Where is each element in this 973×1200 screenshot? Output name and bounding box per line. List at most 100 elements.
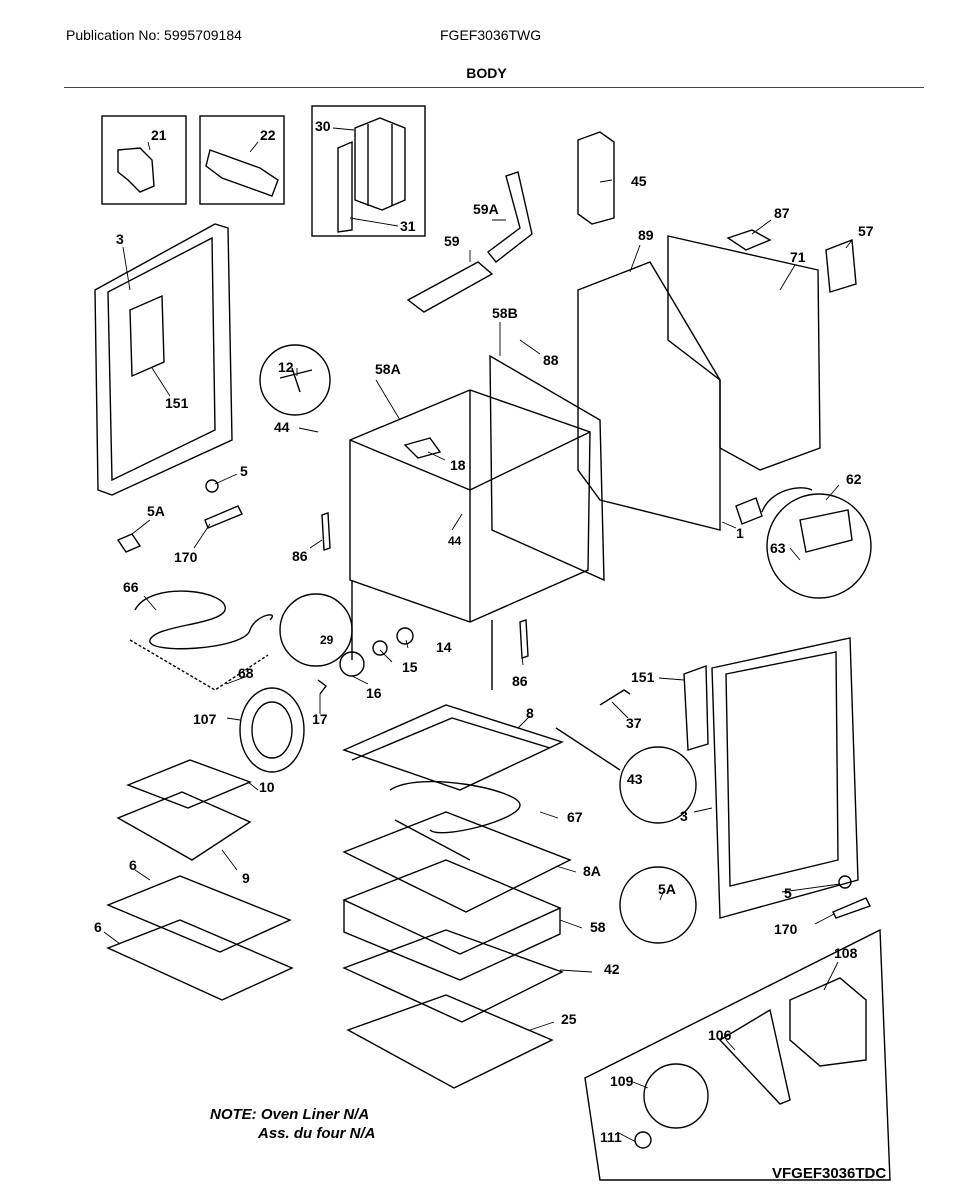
callout-3-right: 3 [680,808,688,824]
callout-1: 1 [736,525,744,541]
callout-18: 18 [450,457,466,473]
door-stops-86 [321,512,529,659]
inset-circle-62 [766,493,872,599]
terminal-block-62 [799,509,853,553]
callout-3-left: 3 [116,231,124,247]
callout-29: 29 [320,633,334,647]
header-divider [64,87,924,88]
oven-rack-lower [106,919,294,1001]
wire-part-37 [599,689,631,706]
callout-42: 42 [604,961,620,977]
left-side-panel [94,223,233,496]
leveler-part-5-right [838,875,852,889]
callout-88: 88 [543,352,559,368]
callout-89: 89 [638,227,654,243]
insulation-blanket-58 [342,859,562,981]
callout-6-lower: 6 [94,919,102,935]
callout-25: 25 [561,1011,577,1027]
fan-motor-108 [789,977,867,1067]
oven-cavity [349,389,591,623]
callout-109: 109 [610,1073,634,1089]
callout-63: 63 [770,540,786,556]
callout-106: 106 [708,1027,732,1043]
inset-box-30-31 [311,105,426,237]
callout-151-right: 151 [631,669,655,685]
lower-panel-8a [342,811,572,913]
broil-pan-9 [116,791,252,861]
side-bracket-151 [129,294,165,378]
callout-10: 10 [259,779,275,795]
callout-17: 17 [312,711,328,727]
fuse-block-part-30 [354,117,406,211]
callout-8a: 8A [583,863,601,879]
callout-107: 107 [193,711,217,727]
callout-57: 57 [858,223,874,239]
callout-111: 111 [600,1129,622,1145]
callout-5-left: 5 [240,463,248,479]
callout-87: 87 [774,205,790,221]
cavity-legs [351,580,493,690]
storage-drawer-25 [346,994,554,1089]
callout-15: 15 [402,659,418,675]
callout-58a: 58A [375,361,401,377]
callout-58: 58 [590,919,606,935]
callout-44-left: 44 [274,419,290,435]
inset-circle-29 [279,593,353,667]
callout-86-lower: 86 [512,673,528,689]
leader-line-43 [555,727,621,771]
publication-number: Publication No: 5995709184 [66,27,242,43]
insulation-58b [489,354,605,582]
oven-bottom-8 [342,704,564,791]
callout-8: 8 [526,705,534,721]
callout-62: 62 [846,471,862,487]
plate-part-57 [825,239,857,293]
callout-67: 67 [567,809,583,825]
side-bracket-151-right [683,665,709,751]
callout-9: 9 [242,870,250,886]
callout-59a: 59A [473,201,499,217]
rear-cover-71 [667,235,821,471]
broil-pan-insert-10 [126,759,252,809]
bottom-panel-42 [342,929,564,1023]
callout-86-upper: 86 [292,548,308,564]
callout-6-upper: 6 [129,857,137,873]
wire-part-68 [129,639,269,691]
callout-30: 30 [315,118,331,134]
callout-66: 66 [123,579,139,595]
inset-box-21 [101,115,187,205]
callout-21: 21 [151,127,167,143]
note-line-2: Ass. du four N/A [258,1125,376,1142]
bracket-part-170-right [832,897,871,919]
callout-43: 43 [627,771,643,787]
callout-5-right: 5 [784,885,792,901]
sensor-part-12 [279,367,313,393]
callout-170-right: 170 [774,921,798,937]
lamp-bulb-15 [372,640,388,656]
model-number: FGEF3036TWG [440,27,542,43]
callout-151-left: 151 [165,395,189,411]
duct-part-59a [487,171,533,263]
callout-45: 45 [631,173,647,189]
bracket-part-106 [718,1008,791,1105]
bracket-part-31 [337,140,353,233]
clip-part-21 [117,147,155,193]
nut-part-111 [634,1131,652,1149]
plate-part-87 [726,229,772,251]
inset-circle-43 [619,746,697,824]
callout-31: 31 [400,218,416,234]
callout-16: 16 [366,685,382,701]
hinge-part-18 [403,437,442,459]
box-part-45 [577,131,615,225]
callout-37: 37 [626,715,642,731]
inset-box-22 [199,115,285,205]
wire-clip-17 [317,679,327,695]
note-line-1: NOTE: Oven Liner N/A [210,1106,370,1123]
fan-blade-109 [643,1063,709,1129]
bake-element-66 [134,590,273,650]
right-side-panel [711,637,859,919]
foot-part-5a-left [116,533,142,553]
callout-14: 14 [436,639,452,655]
bracket-part-22 [205,149,279,197]
callout-59: 59 [444,233,460,249]
